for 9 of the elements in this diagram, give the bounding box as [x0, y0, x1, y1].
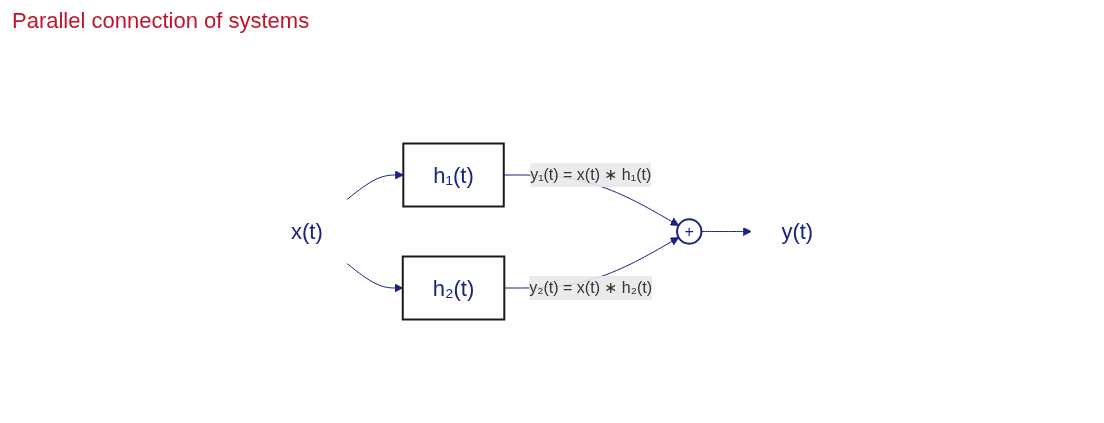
edge-label: y₁(t) = x(t) ∗ h₁(t)	[530, 166, 652, 183]
node-box: h₂(t)	[401, 255, 506, 321]
edge-label: y₂(t) = x(t) ∗ h₂(t)	[529, 279, 652, 296]
node-text: x(t)	[290, 219, 323, 244]
diagram-title: Parallel connection of systems	[12, 8, 310, 34]
node-text: y(t)	[781, 219, 814, 244]
node-circle: +	[675, 218, 703, 245]
arrow	[345, 170, 404, 201]
node-box: h₁(t)	[402, 142, 505, 208]
